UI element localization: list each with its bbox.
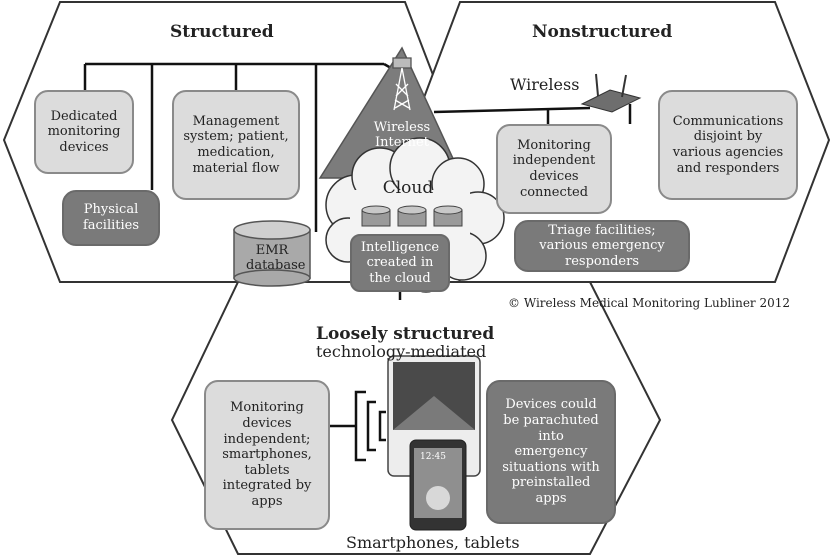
physical-facilities-box: Physical facilities: [62, 190, 160, 246]
emr-database-label: EMR database: [246, 243, 306, 274]
copyright-text: © Wireless Medical Monitoring Lubliner 2…: [508, 296, 791, 310]
triage-facilities-box: Triage facilities; various emergency res…: [514, 220, 690, 272]
intelligence-cloud-box: Intelligence created in the cloud: [350, 234, 450, 292]
structured-title: Structured: [170, 22, 274, 42]
management-system-box: Management system; patient, medication, …: [172, 90, 300, 200]
loosely-structured-title: Loosely structured: [316, 324, 495, 344]
monitoring-devices-independent-box: Monitoring devices independent; smartpho…: [204, 380, 330, 530]
phone-time: 12:45: [420, 452, 446, 462]
wireless-router-icon: [580, 73, 642, 113]
monitoring-independent-devices-box: Monitoring independent devices connected: [496, 124, 612, 214]
nonstructured-title: Nonstructured: [532, 22, 673, 42]
smartphones-tablets-label: Smartphones, tablets: [346, 533, 520, 552]
server-icons: [361, 205, 463, 227]
antenna-tower-icon: [392, 57, 412, 111]
parachuted-devices-box: Devices could be parachuted into emergen…: [486, 380, 616, 524]
communications-disjoint-box: Communications disjoint by various agenc…: [658, 90, 798, 200]
dedicated-monitoring-devices-box: Dedicated monitoring devices: [34, 90, 134, 174]
wireless-label: Wireless: [510, 75, 580, 94]
cloud-label: Cloud: [382, 178, 434, 198]
signal-wave-icon: [330, 390, 386, 462]
wireless-internet-label: Wireless Internet: [373, 120, 431, 151]
smartphone-icon: [409, 439, 467, 531]
emr-database-icon: [233, 220, 311, 287]
technology-mediated-subtitle: technology-mediated: [316, 342, 487, 361]
